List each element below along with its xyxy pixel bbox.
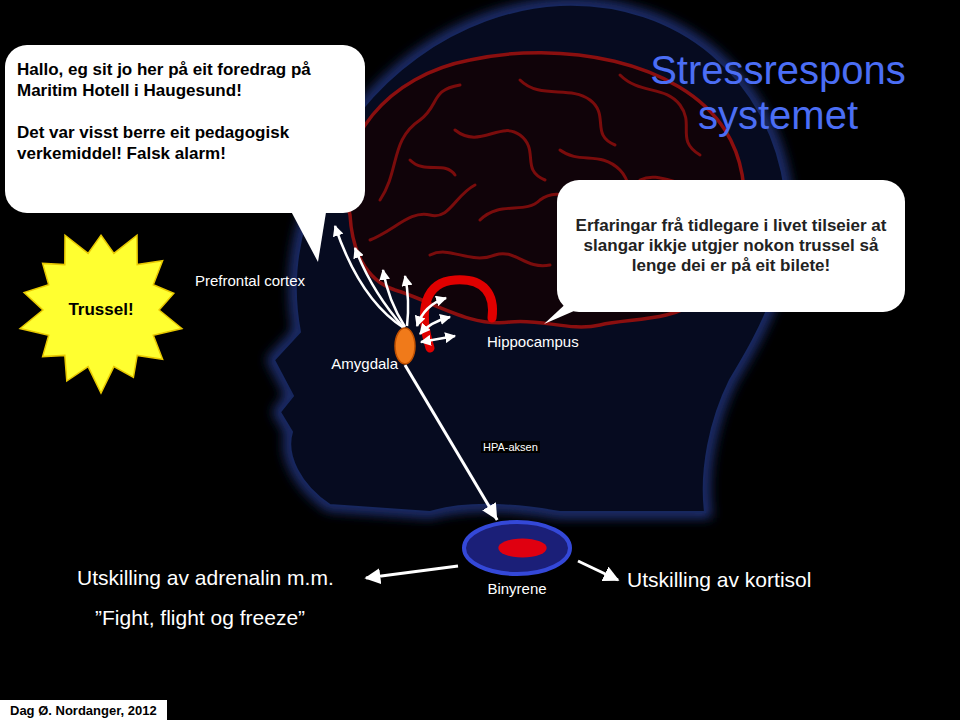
signal-arrow <box>335 226 404 328</box>
adrenal-gland: Binyrene <box>462 520 572 576</box>
signal-arrow <box>383 270 405 327</box>
threat-text: Trussel! <box>68 300 133 320</box>
brain-gyrus <box>370 185 475 240</box>
adrenal-outer <box>464 522 570 574</box>
brain-gyrus <box>520 80 615 145</box>
hippocampus-shape <box>424 280 492 348</box>
speech-bubble: Hallo, eg sit jo her på eit foredrag på … <box>5 45 365 213</box>
threat-star: Trussel! <box>15 225 187 395</box>
signal-arrow <box>417 298 446 326</box>
signal-arrow <box>421 336 455 342</box>
effect-label: Utskilling av kortisol <box>627 568 811 592</box>
brain-gyrus <box>455 130 545 180</box>
amygdala-label: Amygdala <box>331 355 398 372</box>
brain-gyrus <box>380 85 460 200</box>
credit-box: Dag Ø. Nordanger, 2012 <box>0 700 167 720</box>
amygdala-fill <box>395 328 415 364</box>
amygdala-oval: Amygdala <box>394 327 416 365</box>
hormone-arrow <box>366 566 458 578</box>
region-label: Prefrontal cortex <box>195 272 305 289</box>
effect-note: ”Fight, flight og freeze” <box>95 606 305 630</box>
slide-title: Stressrespons systemet <box>618 48 938 138</box>
signal-arrow <box>420 317 450 334</box>
adrenal-label: Binyrene <box>462 580 572 597</box>
bubble-text: Det var visst berre eit pedagogisk verke… <box>17 122 357 164</box>
callout-bubble: Erfaringar frå tidlegare i livet tilseie… <box>557 180 905 312</box>
signal-arrows <box>335 226 455 342</box>
adrenal-inner <box>498 538 546 557</box>
adrenal-shape <box>462 520 572 576</box>
signal-arrow <box>405 276 408 326</box>
region-label: Hippocampus <box>487 333 579 350</box>
credit-text: Dag Ø. Nordanger, 2012 <box>10 703 157 718</box>
connector-label: HPA-aksen <box>481 441 540 453</box>
star-fill <box>20 235 182 393</box>
effect-label: Utskilling av adrenalin m.m. <box>77 566 334 590</box>
brain-gyrus <box>430 252 550 266</box>
bubble-text: Hallo, eg sit jo her på eit foredrag på … <box>17 59 357 101</box>
hormone-arrow <box>578 561 618 580</box>
brain-gyrus <box>410 160 455 175</box>
callout-text: Erfaringar frå tidlegare i livet tilseie… <box>567 216 895 276</box>
signal-arrow <box>355 248 404 328</box>
